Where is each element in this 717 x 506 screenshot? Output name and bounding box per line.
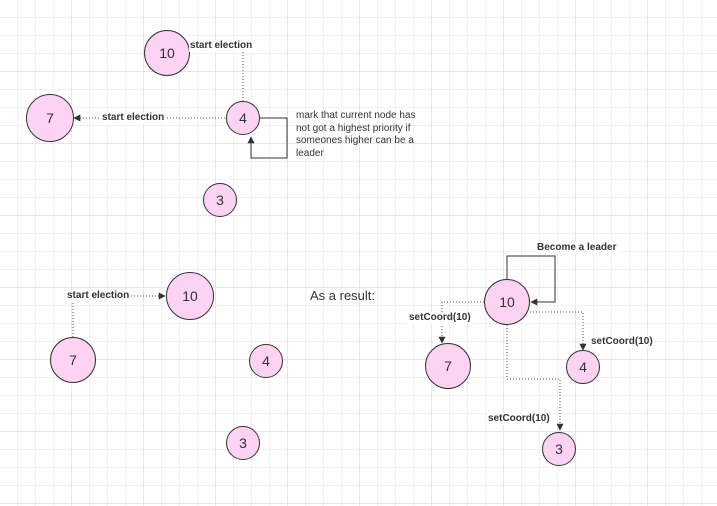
node-7[interactable]: 7 [50, 337, 96, 383]
edge-7-to-10 [72, 292, 166, 337]
node-7[interactable]: 7 [425, 343, 471, 389]
node-7[interactable]: 7 [26, 94, 74, 142]
self-loop-10 [506, 255, 556, 306]
node-4[interactable]: 4 [226, 101, 260, 135]
edge-10-to-3 [506, 325, 564, 431]
node-3[interactable]: 3 [226, 426, 260, 460]
self-loop-4 [247, 117, 288, 159]
edge-10-to-4 [530, 311, 587, 351]
node-10[interactable]: 10 [484, 279, 530, 325]
label-set-coord-4: setCoord(10) [590, 336, 654, 348]
node-4[interactable]: 4 [249, 344, 283, 378]
result-heading: As a result: [310, 288, 376, 303]
label-start-election-left: start election [101, 112, 166, 124]
note-priority: mark that current node has not got a hig… [296, 110, 416, 159]
edge-10-to-7 [438, 301, 484, 344]
label-set-coord-7: setCoord(10) [408, 312, 472, 324]
label-start-election-up: start election [189, 40, 254, 52]
node-3[interactable]: 3 [542, 432, 576, 466]
node-4[interactable]: 4 [566, 350, 600, 384]
label-start-election: start election [66, 290, 131, 302]
label-become-leader: Become a leader [536, 242, 618, 254]
node-10[interactable]: 10 [166, 272, 214, 320]
node-10[interactable]: 10 [144, 30, 190, 76]
node-3[interactable]: 3 [203, 183, 237, 217]
label-set-coord-3: setCoord(10) [487, 413, 551, 425]
